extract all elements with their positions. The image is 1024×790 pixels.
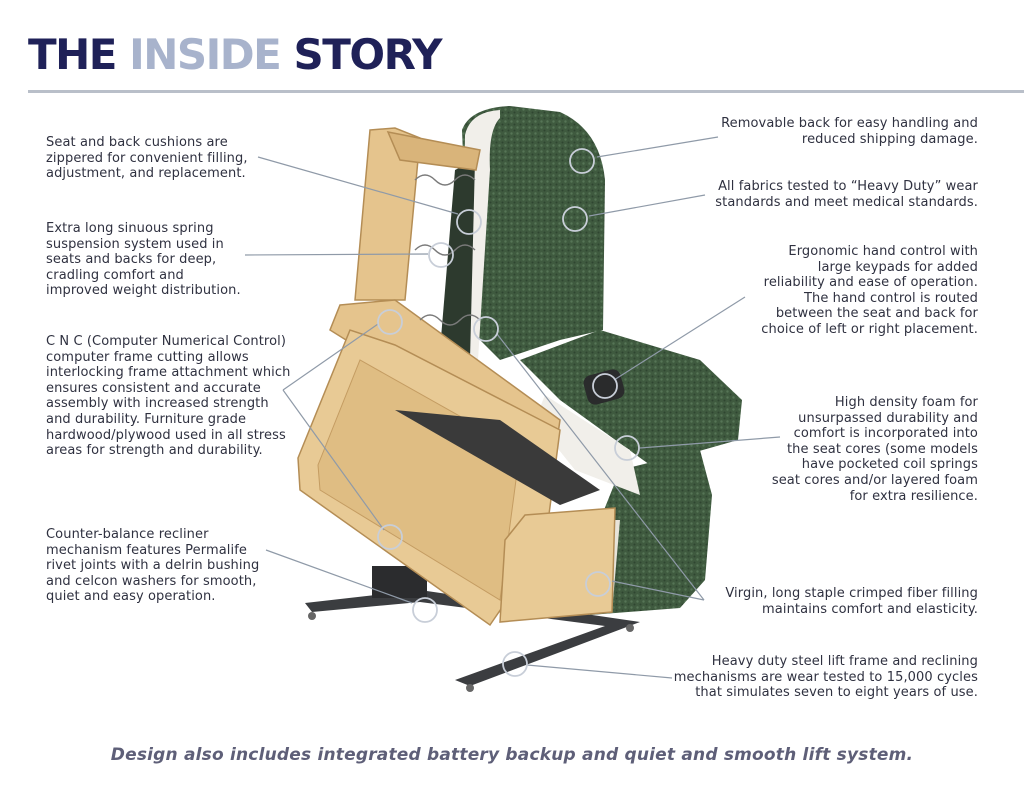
sinuous-springs <box>414 174 481 326</box>
callout-fabrics: All fabrics tested to “Heavy Duty” wear … <box>715 179 978 210</box>
callout-lift-frame: Heavy duty steel lift frame and reclinin… <box>673 654 978 701</box>
seat-foam <box>535 395 640 495</box>
title-divider <box>28 90 1024 93</box>
title-word-inside: INSIDE <box>129 30 282 79</box>
title-word-the: THE <box>28 30 118 79</box>
callout-foam: High density foam for unsurpassed durabi… <box>771 395 978 504</box>
callout-cushions: Seat and back cushions are zippered for … <box>46 135 248 182</box>
callout-hand-control: Ergonomic hand control with large keypad… <box>761 244 978 337</box>
back-cushion <box>462 106 605 360</box>
callout-recliner-mechanism: Counter-balance recliner mechanism featu… <box>46 527 260 605</box>
seat-cushion <box>520 330 742 465</box>
wood-frame <box>297 127 616 627</box>
callout-cnc-frame: C N C (Computer Numerical Control) compu… <box>46 334 291 459</box>
callout-removable-back: Removable back for easy handling and red… <box>721 116 978 147</box>
callout-markers <box>377 148 640 677</box>
callout-leader-lines <box>244 136 781 679</box>
title-word-story: STORY <box>293 30 442 79</box>
callout-springs: Extra long sinuous spring suspension sys… <box>46 221 241 299</box>
footer-note: Design also includes integrated battery … <box>110 745 914 765</box>
page-title: THE INSIDE STORY <box>28 34 443 76</box>
callout-fiber-filling: Virgin, long staple crimped fiber fillin… <box>725 586 978 617</box>
